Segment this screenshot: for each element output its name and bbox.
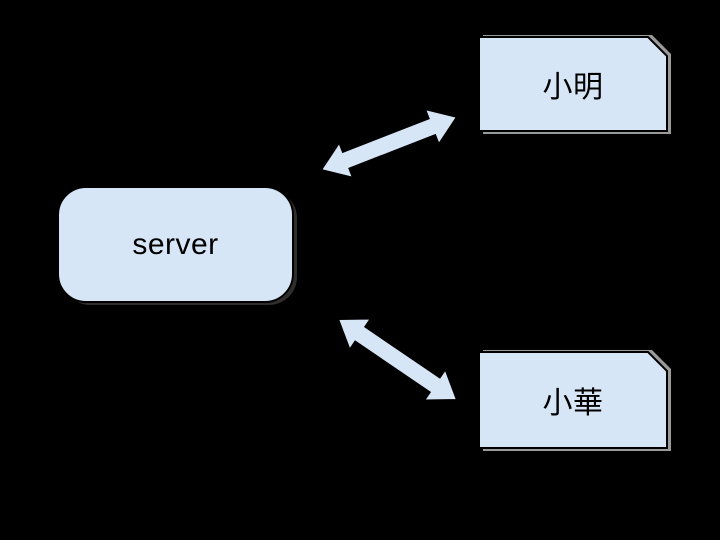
client-node-xiaohua [478,350,671,451]
arrow-server-xiaoming [319,107,459,180]
card-box [478,36,668,132]
server-node-box [57,186,294,303]
card-box [478,351,668,449]
double-arrow-icon [319,107,459,180]
arrow-server-xiaohua [336,317,459,402]
client-node-xiaoming [478,35,671,134]
server-node [57,186,297,305]
double-arrow-icon [336,317,459,402]
